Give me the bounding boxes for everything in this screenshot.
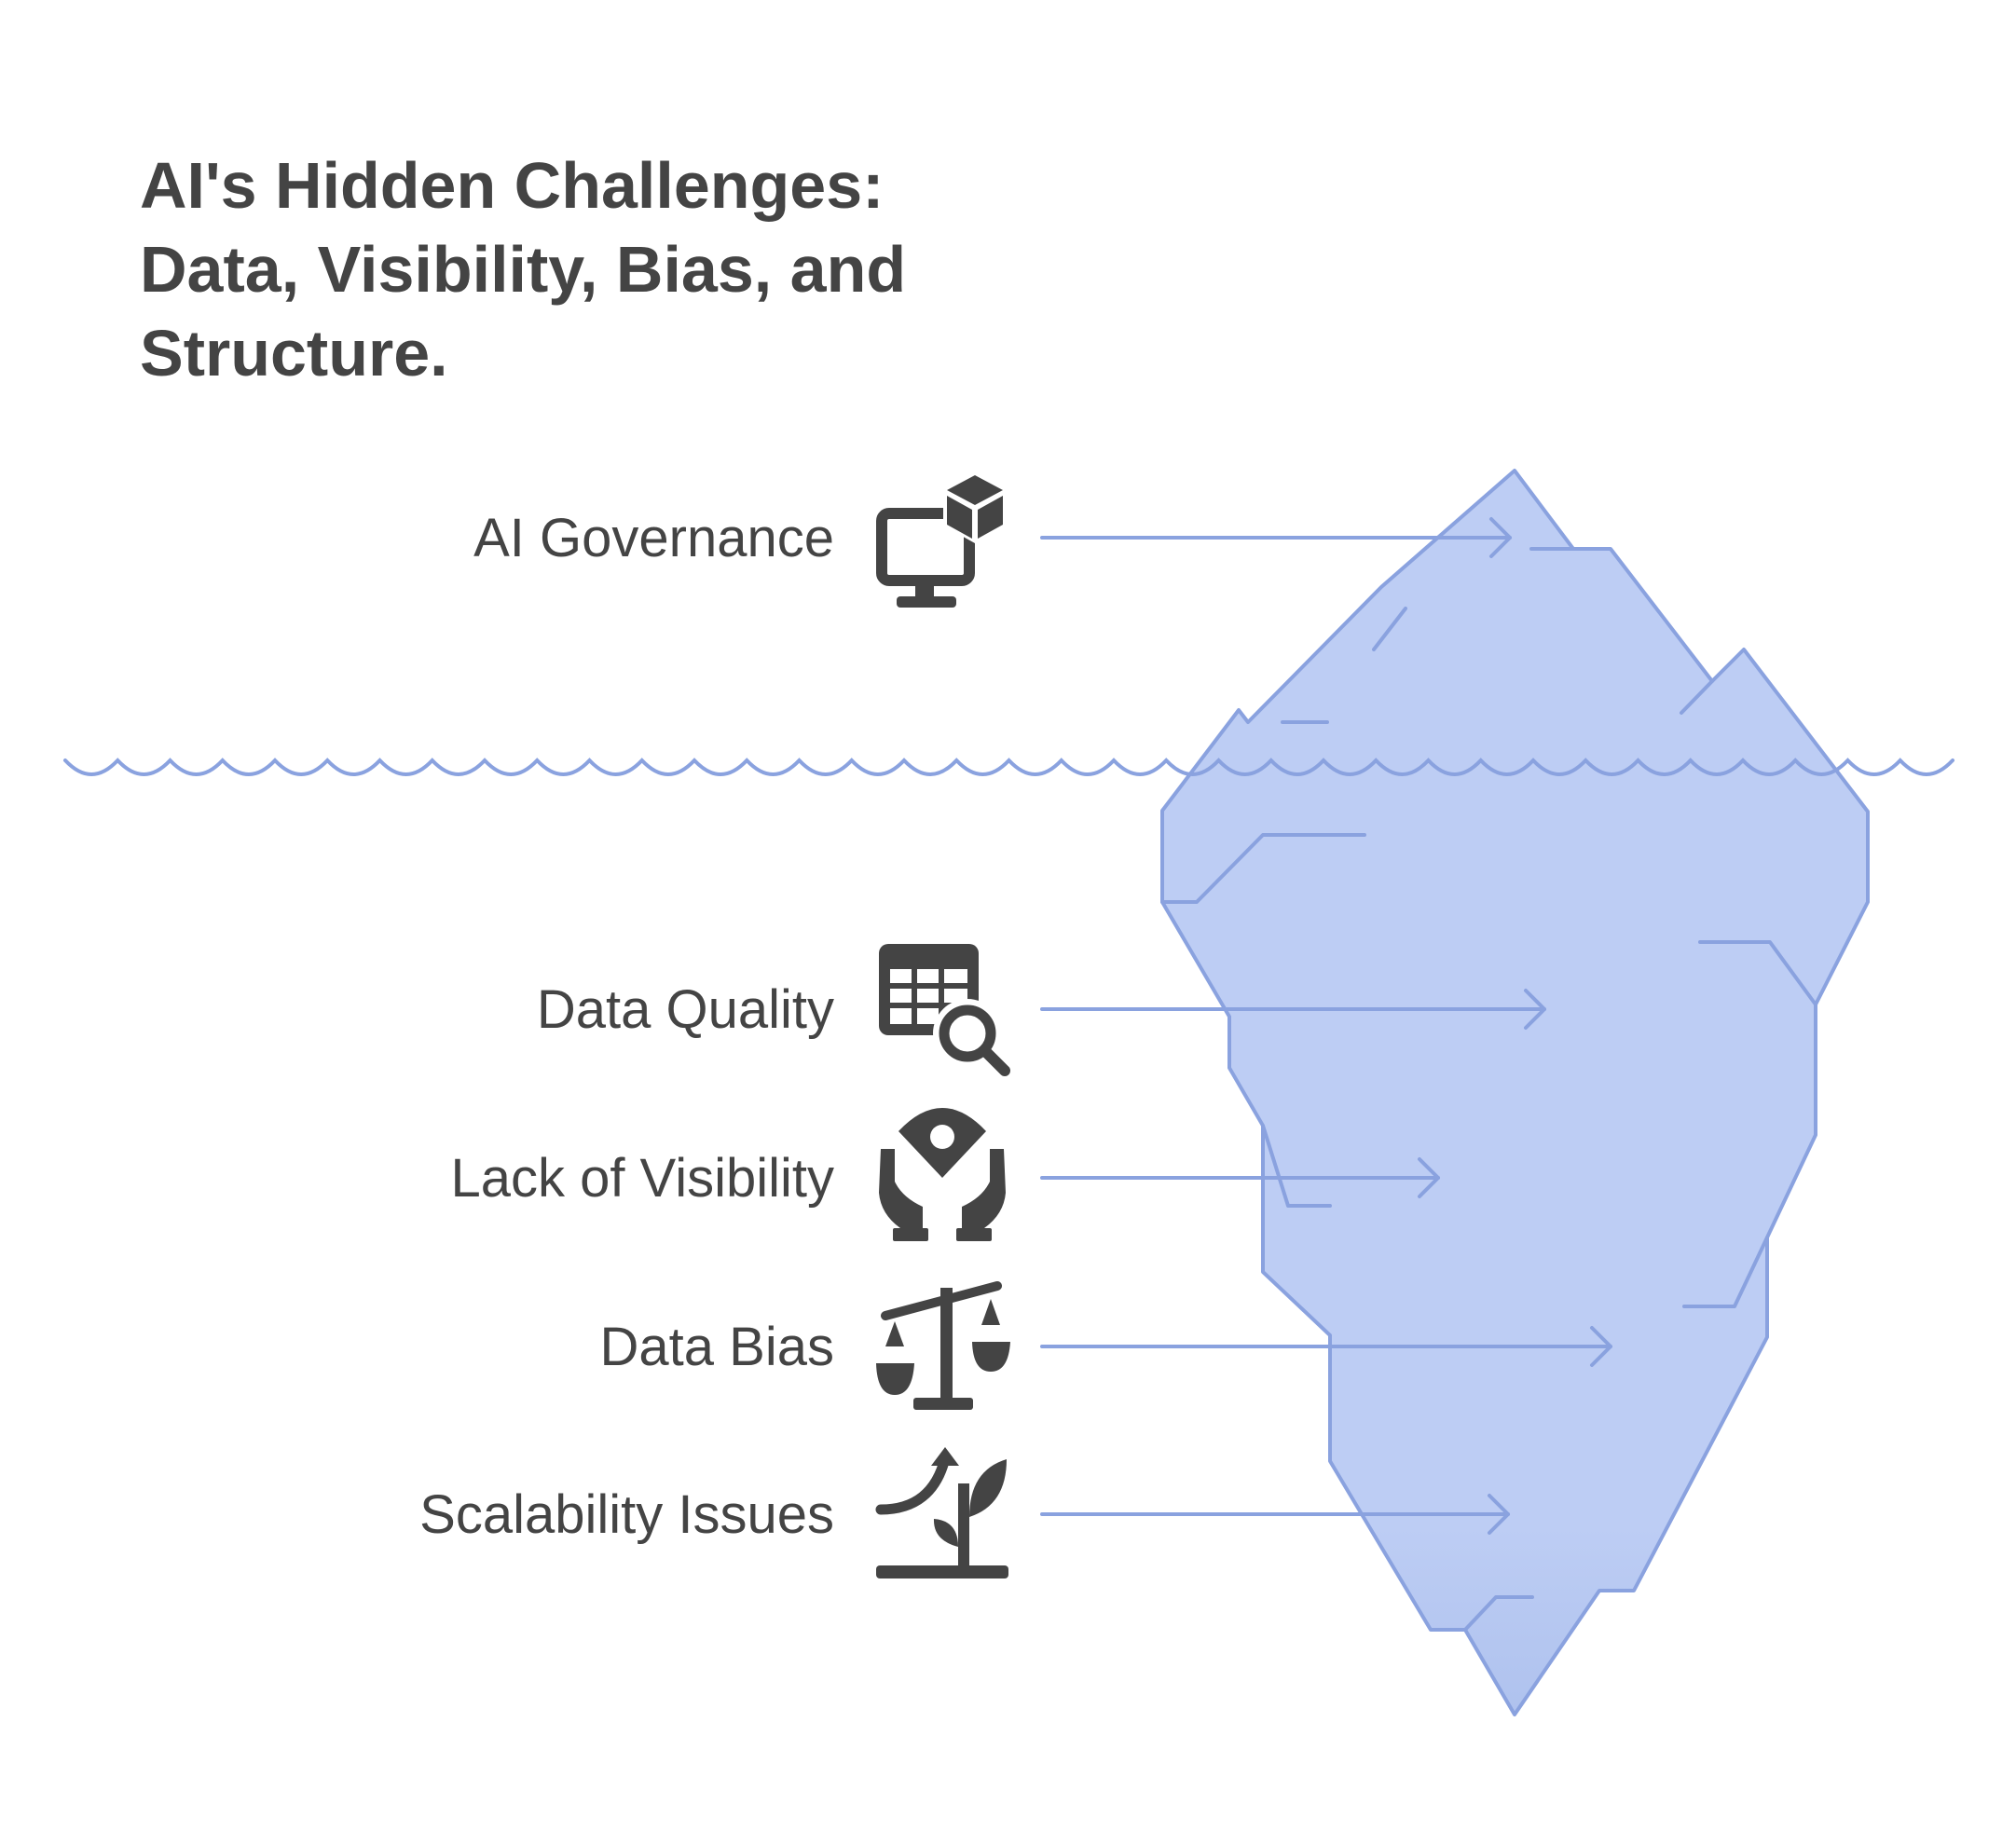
- item-data-quality: Data Quality: [537, 944, 1546, 1076]
- growth-plant-icon: [875, 1447, 1008, 1578]
- arrow-lack-of-visibility: [1040, 1157, 1440, 1198]
- item-ai-governance: AI Governance: [473, 471, 1512, 608]
- item-label: Scalability Issues: [419, 1484, 834, 1545]
- iceberg: [1160, 469, 1870, 1716]
- title-line-2: Data, Visibility, Bias, and: [140, 233, 906, 306]
- item-label: Data Bias: [600, 1317, 834, 1377]
- table-search-icon: [879, 944, 1010, 1076]
- water-line: [63, 758, 1954, 776]
- item-lack-of-visibility: Lack of Visibility: [450, 1108, 1440, 1241]
- title-line-1: AI's Hidden Challenges:: [140, 149, 884, 222]
- arrow-data-bias: [1040, 1326, 1612, 1367]
- item-data-bias: Data Bias: [600, 1281, 1612, 1410]
- balance-scale-icon: [876, 1281, 1010, 1410]
- eye-hands-icon: [879, 1108, 1006, 1241]
- item-label: AI Governance: [473, 508, 834, 568]
- iceberg-body: [1160, 469, 1870, 1716]
- page-title: AI's Hidden Challenges: Data, Visibility…: [140, 149, 906, 390]
- iceberg-cracks: [1160, 547, 1817, 1632]
- item-scalability-issues: Scalability Issues: [419, 1447, 1510, 1578]
- arrow-ai-governance: [1040, 517, 1512, 558]
- arrow-scalability-issues: [1040, 1494, 1510, 1535]
- arrow-data-quality: [1040, 989, 1546, 1030]
- item-label: Lack of Visibility: [450, 1148, 834, 1209]
- title-line-3: Structure.: [140, 317, 448, 390]
- computer-cube-icon: [876, 471, 1007, 608]
- item-label: Data Quality: [537, 979, 834, 1040]
